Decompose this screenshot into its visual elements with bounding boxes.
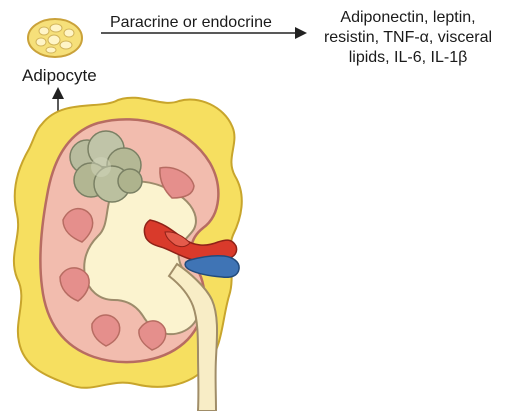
adipocyte-icon <box>28 19 82 57</box>
secreted-factors-line-1: Adiponectin, leptin, <box>308 8 508 28</box>
secreted-factors-line-3: lipids, IL-6, IL-1β <box>308 48 508 68</box>
secreted-factors-line-2: resistin, TNF-α, visceral <box>308 28 508 48</box>
adipocyte-label: Adipocyte <box>22 66 97 86</box>
pathway-label: Paracrine or endocrine <box>110 14 272 32</box>
secreted-factors-label: Adiponectin, leptin, resistin, TNF-α, vi… <box>308 8 508 68</box>
